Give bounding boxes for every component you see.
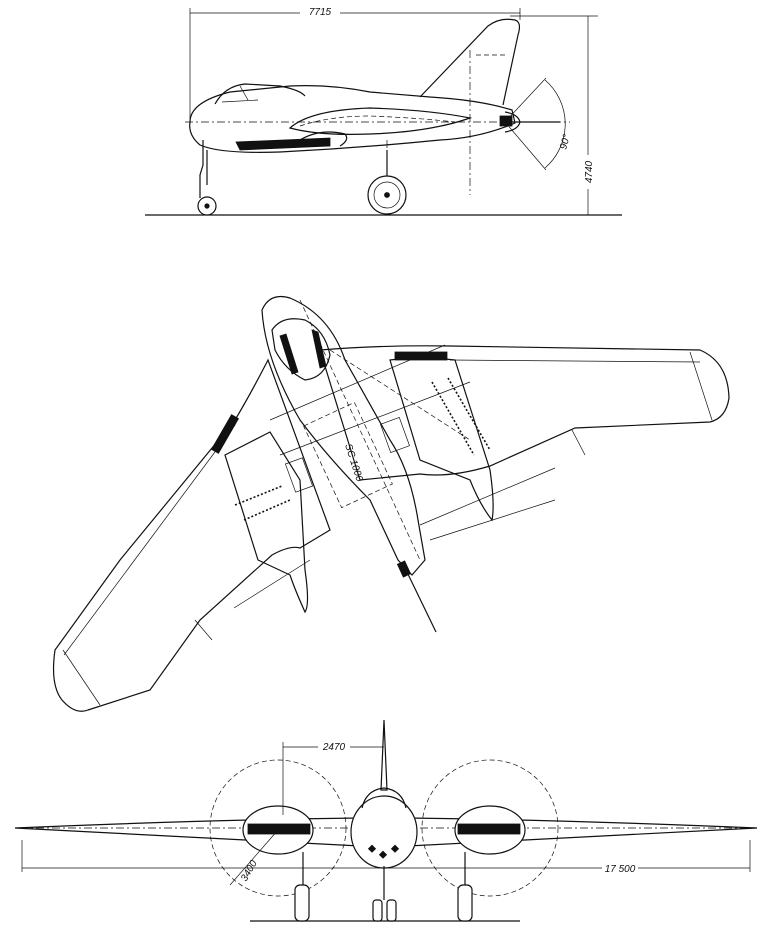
prop-radius-label: 3400 [239,858,260,883]
prop-offset-label: 2470 [322,742,346,753]
angle-label: 90° [558,133,573,150]
front-right-nacelle [454,805,526,855]
front-view: 2470 3400 17 500 [14,719,758,922]
span-dimension: 17 500 [21,840,751,875]
plan-left-nacelle [210,414,309,614]
front-right-gear [457,852,473,922]
plan-fuselage [261,295,426,576]
side-nose-gear [197,140,217,216]
length-label: 7715 [309,7,332,18]
prop-arc: 90° [504,77,573,171]
length-dimension: 7715 [189,4,521,120]
height-dimension: 4740 [510,15,598,215]
plan-left-wing [52,358,331,712]
side-view: 7715 4740 90° [145,4,622,216]
height-label: 4740 [584,160,595,183]
plan-right-nacelle [389,351,494,522]
plan-right-wing [319,345,730,481]
bomb-label: SC 1000 [342,443,365,484]
front-fin [380,719,388,791]
plan-view: SC 1000 [52,295,730,712]
side-engine-nacelle [235,137,331,151]
plan-gun [404,567,437,633]
span-label: 17 500 [605,864,636,875]
side-canopy [214,83,306,105]
front-left-gear [294,852,310,922]
right-prop-disc [421,759,559,897]
side-tail-fin [419,18,521,106]
side-fuselage [189,85,516,153]
front-nose-gear [372,866,397,922]
front-canopy [361,787,407,809]
side-main-gear [367,150,407,215]
prop-offset-dimension: 2470 [282,740,384,815]
